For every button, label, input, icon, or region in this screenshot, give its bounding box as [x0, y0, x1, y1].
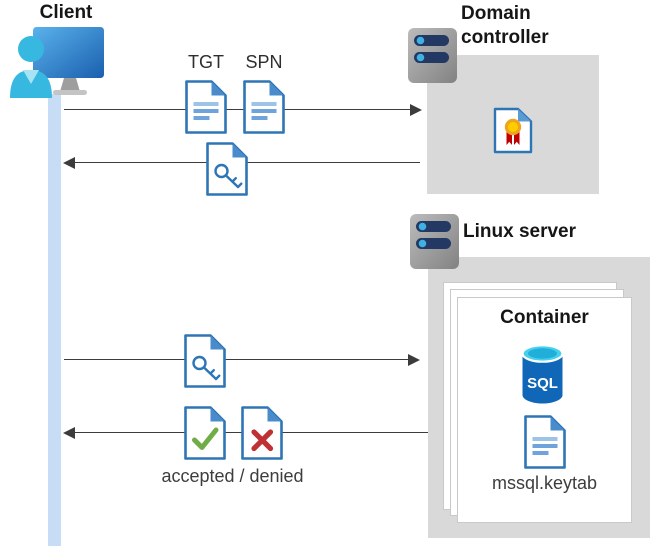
client-label: Client [39, 2, 93, 23]
linux-server-label: Linux server [463, 221, 576, 242]
sql-database-icon: SQL [521, 344, 564, 404]
container-label: Container [500, 307, 589, 328]
user-icon [10, 36, 52, 98]
accepted-document-icon [184, 406, 226, 460]
linux-server-icon [410, 214, 459, 269]
arrow-client-to-container-line [64, 359, 409, 360]
arrow-container-to-client-head [63, 427, 75, 439]
certificate-icon [493, 107, 533, 154]
tgt-label: TGT [188, 52, 224, 72]
spn-label: SPN [245, 52, 283, 72]
spn-document-icon [243, 80, 285, 134]
arrow-client-to-dc-line [64, 109, 411, 110]
client-lifeline [48, 94, 61, 546]
service-ticket-key-icon [206, 142, 248, 196]
service-ticket-key-icon [184, 334, 226, 388]
tgt-document-icon [185, 80, 227, 134]
denied-document-icon [241, 406, 283, 460]
client-icon [10, 27, 104, 98]
arrow-client-to-dc-head [410, 104, 422, 116]
domain-controller-label: Domain controller [461, 3, 549, 49]
arrow-dc-to-client-head [63, 157, 75, 169]
monitor-icon [33, 27, 104, 95]
domain-controller-server-icon [408, 28, 457, 83]
keytab-filename-label: mssql.keytab [491, 473, 598, 493]
arrow-client-to-container-head [408, 354, 420, 366]
sql-badge-text: SQL [527, 375, 558, 392]
accepted-denied-label: accepted / denied [161, 466, 304, 486]
container-card-front [457, 297, 632, 523]
keytab-document-icon [524, 415, 566, 469]
